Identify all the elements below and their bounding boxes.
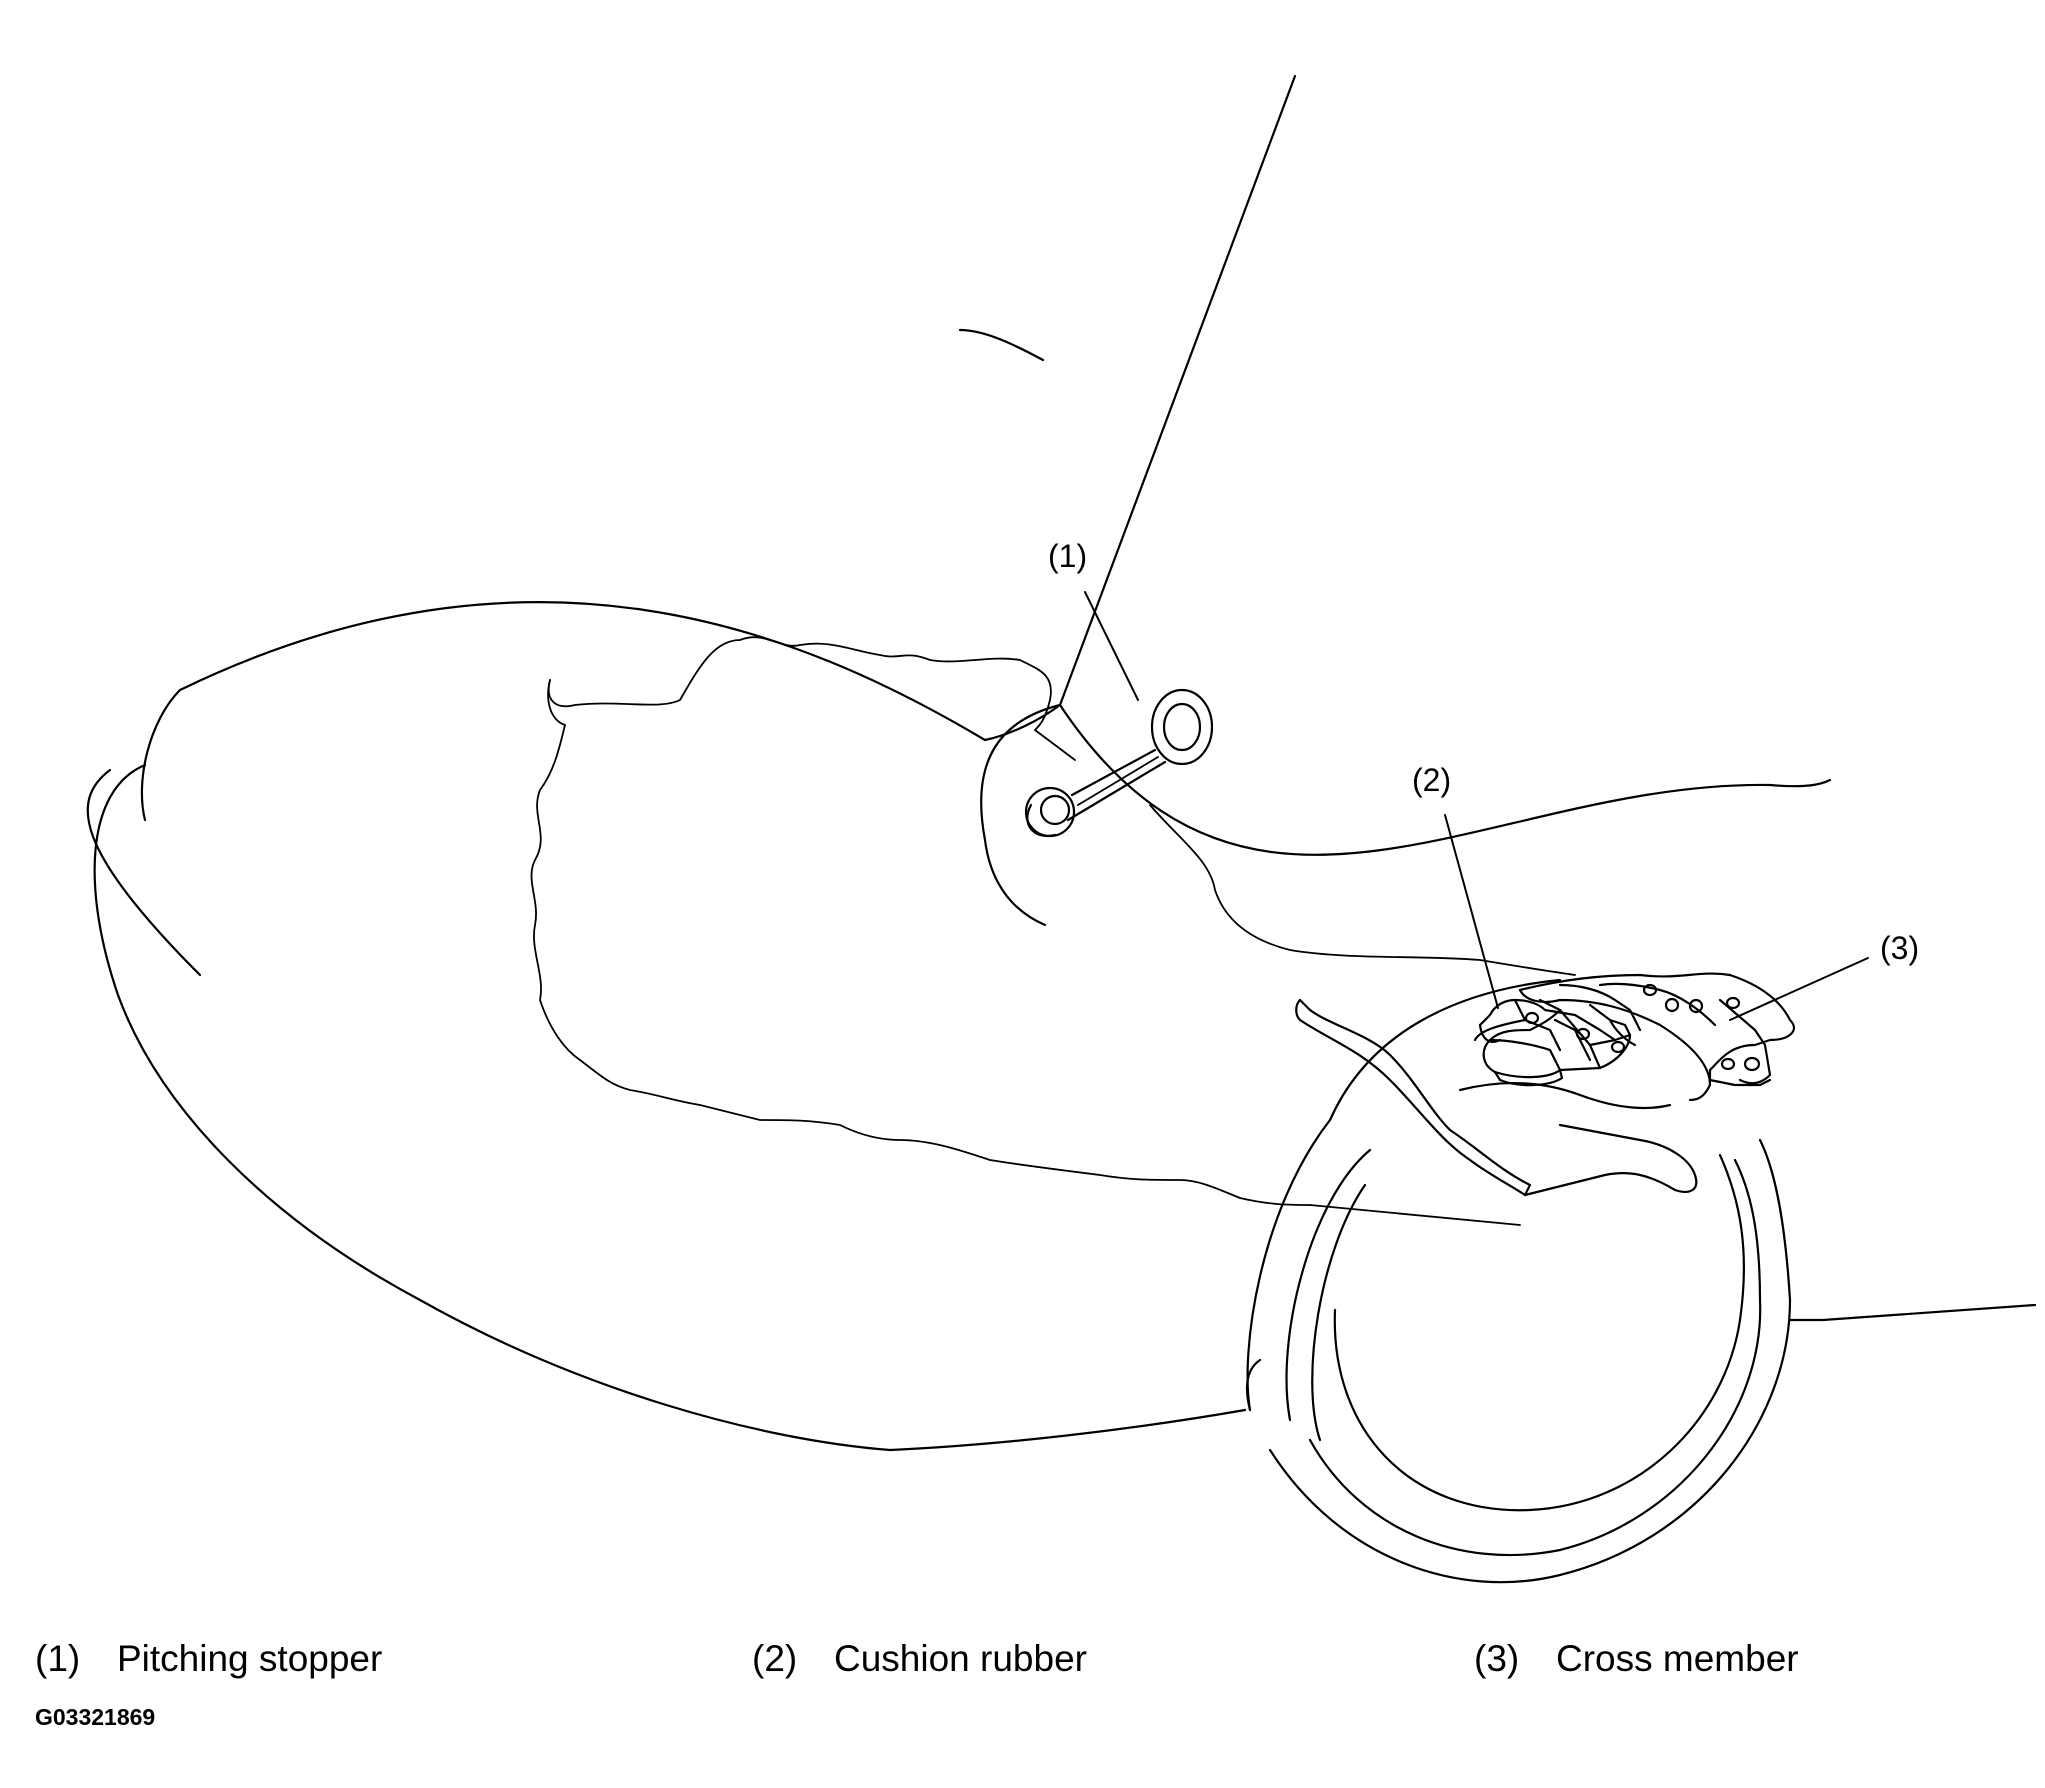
legend-label: Pitching stopper [117,1638,383,1679]
legend-item-cross-member: (3) Cross member [1474,1640,1799,1677]
leader-line-1 [1084,591,1139,701]
leader-lines [1084,591,1869,1021]
callout-3: (3) [1880,930,1920,966]
legend-number: (2) [752,1638,798,1679]
legend-label: Cushion rubber [834,1638,1087,1679]
pitching-stopper [1024,688,1214,838]
figure-code: G03321869 [35,1704,156,1730]
leader-line-3 [1729,957,1869,1021]
callout-1: (1) [1048,538,1088,574]
cushion-rubber [1473,983,1642,1087]
legend-label: Cross member [1556,1638,1799,1679]
legend-number: (1) [35,1638,81,1679]
callout-2: (2) [1412,762,1452,798]
legend-item-pitching-stopper: (1) Pitching stopper [35,1640,382,1677]
legend-number: (3) [1474,1638,1520,1679]
engine-outline [530,636,1576,1226]
legend-item-cushion-rubber: (2) Cushion rubber [752,1640,1087,1677]
cross-member [1295,972,1795,1197]
vehicle-body-outline [86,74,2037,1452]
wheel [1246,978,1792,1584]
leader-line-2 [1444,814,1499,1009]
